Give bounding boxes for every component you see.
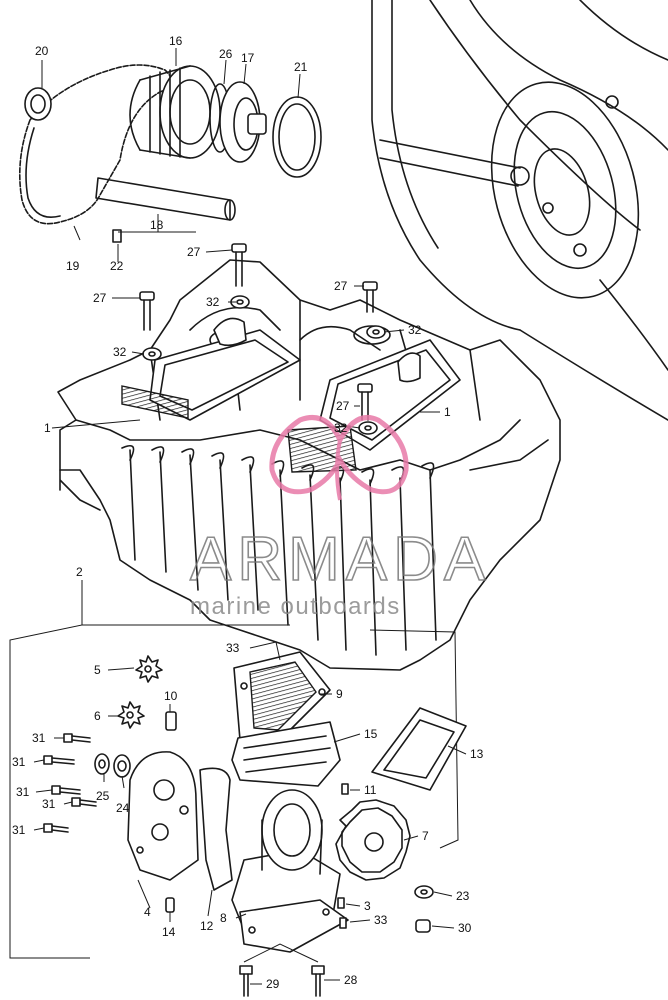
callout-26: 26: [219, 47, 233, 61]
callout-31-b: 31: [12, 755, 26, 769]
callout-20: 20: [35, 44, 49, 58]
callout-5: 5: [94, 663, 101, 677]
callout-32-a: 32: [206, 295, 220, 309]
armada-logo: [269, 415, 409, 501]
callout-32-c: 32: [113, 345, 127, 359]
callout-18: 18: [150, 218, 164, 232]
callout-31-e: 31: [12, 823, 26, 837]
callout-4: 4: [144, 905, 151, 919]
callout-2: 2: [76, 565, 83, 579]
callout-23: 23: [456, 889, 470, 903]
callout-19: 19: [66, 259, 80, 273]
watermark-title: ARMADA: [190, 525, 491, 594]
callout-29: 29: [266, 977, 280, 991]
leader-lines: [33, 48, 467, 985]
callout-24: 24: [116, 801, 130, 815]
callout-9: 9: [336, 687, 343, 701]
callout-6: 6: [94, 709, 101, 723]
callout-16: 16: [169, 34, 183, 48]
callout-21: 21: [294, 60, 308, 74]
callout-28: 28: [344, 973, 358, 987]
armada-watermark: ARMADA marine outboards: [189, 415, 491, 620]
callout-22: 22: [110, 259, 124, 273]
callout-12: 12: [200, 919, 214, 933]
callout-1-a: 1: [44, 421, 51, 435]
callout-32-d: 32: [334, 421, 348, 435]
engine-housing: [371, 0, 668, 421]
callout-32-b: 32: [408, 323, 422, 337]
callout-labels: 20 16 26 17 21 18 19 22 27 27 27 32 32 3…: [12, 34, 484, 991]
callout-27-b: 27: [334, 279, 348, 293]
callout-14: 14: [162, 925, 176, 939]
callout-27-d: 27: [336, 399, 350, 413]
callout-27-c: 27: [93, 291, 107, 305]
callout-11: 11: [364, 783, 377, 797]
callout-10: 10: [164, 689, 178, 703]
callout-17: 17: [241, 51, 255, 65]
chain-assembly: [18, 64, 322, 243]
callout-30: 30: [458, 921, 472, 935]
seal-20: [24, 87, 52, 121]
callout-33-b: 33: [374, 913, 388, 927]
callout-31-c: 31: [16, 785, 30, 799]
callout-1-b: 1: [444, 405, 451, 419]
callout-27-a: 27: [187, 245, 201, 259]
callout-31-a: 31: [32, 731, 46, 745]
callout-8: 8: [220, 911, 227, 925]
callout-25: 25: [96, 789, 110, 803]
oil-pump-assembly: [43, 651, 467, 997]
callout-31-d: 31: [42, 797, 56, 811]
callout-13: 13: [470, 747, 484, 761]
callout-7: 7: [422, 829, 429, 843]
watermark-subtitle: marine outboards: [190, 593, 401, 620]
callout-33-a: 33: [226, 641, 240, 655]
callout-15: 15: [364, 727, 378, 741]
callout-3: 3: [364, 899, 371, 913]
